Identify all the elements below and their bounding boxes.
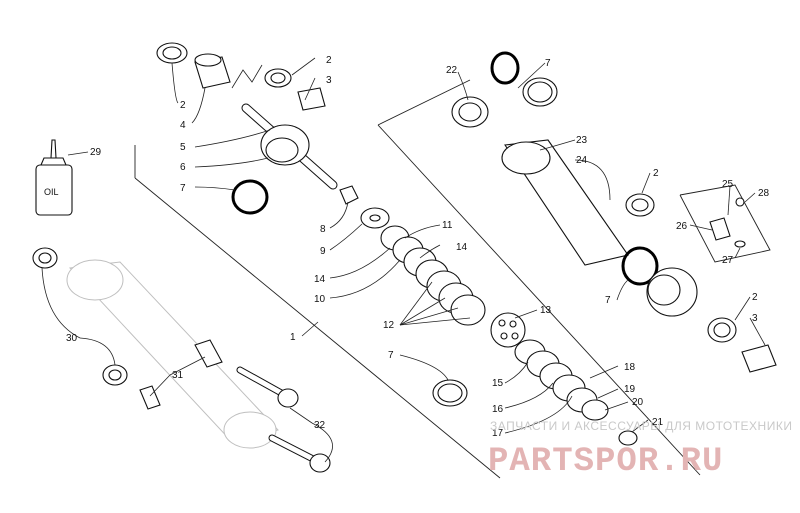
shim-stack-lower <box>514 339 609 421</box>
shaft-eye-head <box>260 124 310 166</box>
piston <box>490 312 526 348</box>
spacer-sleeve-top <box>194 53 231 89</box>
callout-2: 2 <box>653 168 659 179</box>
watermark: ЗАПЧАСТИ И АКСЕССУАРЫ ДЛЯ МОТОТЕХНИКИ PA… <box>488 419 792 481</box>
bushing-lower-right <box>707 317 737 343</box>
oil-bottle <box>35 139 73 216</box>
zigzag-link <box>231 64 263 89</box>
valve-detail-box <box>679 184 771 263</box>
callout-2: 2 <box>180 100 186 111</box>
pin-lower-right <box>741 344 777 373</box>
bushing-top-right <box>264 68 292 88</box>
shim-stack-upper <box>380 225 486 326</box>
pin-top <box>297 87 326 111</box>
installed-shock-ghost <box>66 259 279 449</box>
end-nut <box>618 430 638 446</box>
oring-body <box>621 246 659 286</box>
callout-23: 23 <box>576 135 588 146</box>
washer <box>360 207 390 229</box>
callout-22: 22 <box>446 65 458 76</box>
ring-top-right <box>522 77 558 107</box>
callout-28: 28 <box>758 188 770 199</box>
callout-16: 16 <box>492 404 504 415</box>
callout-31: 31 <box>172 370 184 381</box>
callout-17: 17 <box>492 428 504 439</box>
valve-fitting <box>709 197 746 248</box>
callout-4: 4 <box>180 120 186 131</box>
bushing-right <box>625 193 655 217</box>
spacer-lower <box>139 339 223 410</box>
bolt-upper <box>236 366 299 408</box>
callout-14: 14 <box>314 274 326 285</box>
cap-top <box>451 96 489 128</box>
callout-20: 20 <box>632 397 644 408</box>
callout-2: 2 <box>752 292 758 303</box>
callout-27: 27 <box>722 255 734 266</box>
oring-top-right <box>490 51 520 85</box>
callout-6: 6 <box>180 162 186 173</box>
callout-3: 3 <box>326 75 332 86</box>
callout-5: 5 <box>180 142 186 153</box>
callout-7: 7 <box>545 58 551 69</box>
bolt-lower <box>268 434 331 473</box>
bushing-lower-left-top <box>32 247 58 269</box>
callout-7: 7 <box>180 183 186 194</box>
callout-18: 18 <box>624 362 636 373</box>
callout-13: 13 <box>540 305 552 316</box>
callout-24: 24 <box>576 155 588 166</box>
leader-lines <box>41 57 766 463</box>
bushing-lower-left-bottom <box>102 364 128 386</box>
bushing-top-left <box>156 42 188 64</box>
oil-bottle-label: OIL <box>44 187 59 197</box>
callout-15: 15 <box>492 378 504 389</box>
callout-2: 2 <box>326 55 332 66</box>
callout-11: 11 <box>442 220 453 231</box>
oring-shaft <box>231 179 269 215</box>
callout-25: 25 <box>722 179 734 190</box>
callout-19: 19 <box>624 384 636 395</box>
callout-32: 32 <box>314 420 326 431</box>
callout-12: 12 <box>383 320 395 331</box>
callout-labels: 2 3 2 4 5 6 7 8 9 14 10 11 14 12 13 7 15… <box>66 55 770 439</box>
callout-14: 14 <box>456 242 468 253</box>
shock-body <box>501 139 629 266</box>
callout-26: 26 <box>676 221 688 232</box>
callout-8: 8 <box>320 224 326 235</box>
watermark-brand: PARTSPOR.RU <box>488 443 723 481</box>
reservoir-end <box>646 267 698 317</box>
shaft-nut <box>339 185 359 205</box>
callout-29: 29 <box>90 147 102 158</box>
callout-7: 7 <box>605 295 611 306</box>
callout-9: 9 <box>320 246 326 257</box>
callout-10: 10 <box>314 294 326 305</box>
seal-head-ring <box>432 379 468 407</box>
assembly-frame-right <box>377 79 701 476</box>
callout-7: 7 <box>388 350 394 361</box>
assembly-frame-left <box>134 145 501 479</box>
callout-30: 30 <box>66 333 78 344</box>
callout-3: 3 <box>752 313 758 324</box>
callout-1: 1 <box>290 332 296 343</box>
callout-21: 21 <box>652 417 664 428</box>
watermark-caption: ЗАПЧАСТИ И АКСЕССУАРЫ ДЛЯ МОТОТЕХНИКИ <box>490 419 792 433</box>
